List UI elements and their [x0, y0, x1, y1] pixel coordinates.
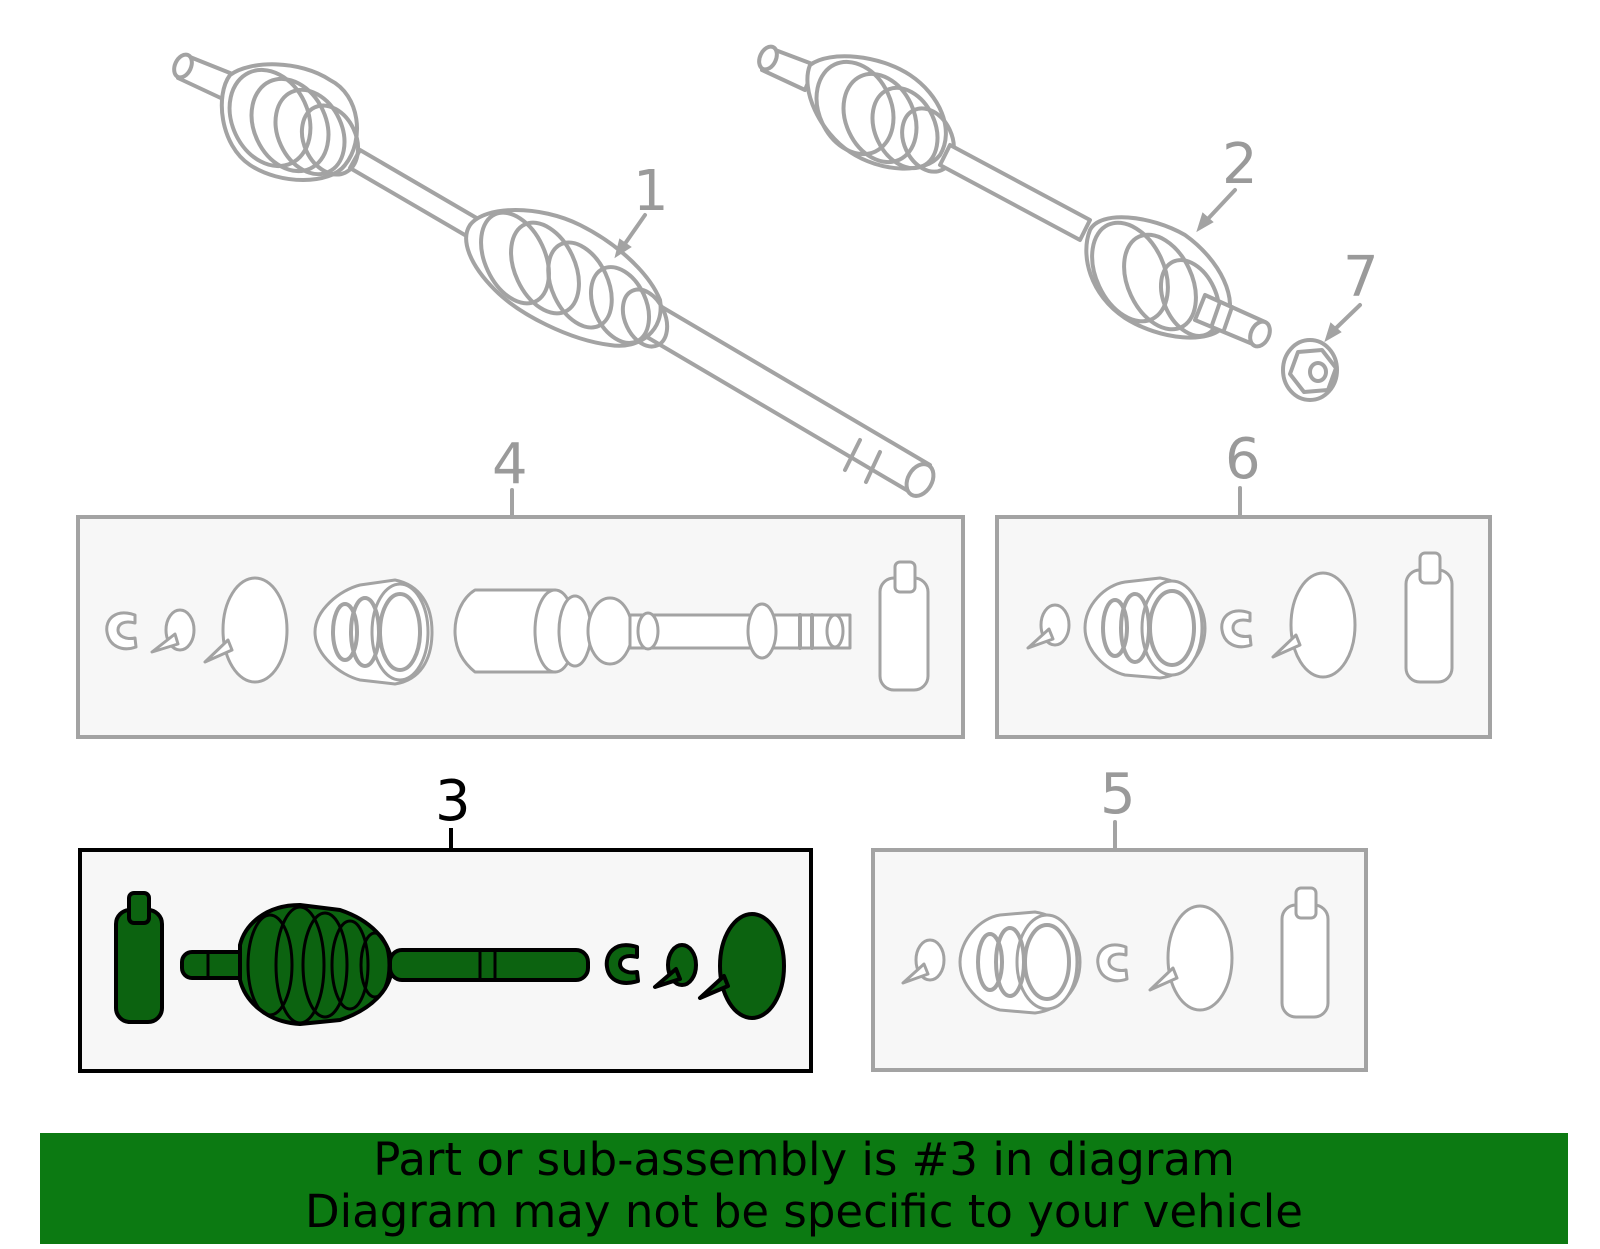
- part-7-nut[interactable]: [1281, 303, 1362, 402]
- callout-5[interactable]: 5: [1100, 762, 1136, 827]
- callout-3[interactable]: 3: [435, 769, 471, 834]
- part-5-kit-box[interactable]: [871, 820, 1368, 1072]
- part-6-kit-box[interactable]: [995, 486, 1492, 739]
- callout-6[interactable]: 6: [1225, 427, 1261, 492]
- part-3-kit-box[interactable]: [78, 828, 813, 1073]
- callout-4[interactable]: 4: [492, 432, 528, 497]
- part-2-axle-shaft[interactable]: [756, 44, 1274, 350]
- callout-7[interactable]: 7: [1343, 245, 1379, 310]
- part-1-axle-shaft[interactable]: [171, 52, 939, 501]
- callout-1[interactable]: 1: [633, 159, 669, 224]
- part-4-kit-box[interactable]: [76, 488, 965, 739]
- banner-line-1: Part or sub-assembly is #3 in diagram: [373, 1133, 1235, 1186]
- banner-line-2: Diagram may not be specific to your vehi…: [305, 1185, 1303, 1238]
- callout-2[interactable]: 2: [1222, 132, 1258, 197]
- info-banner: Part or sub-assembly is #3 in diagram Di…: [40, 1133, 1568, 1244]
